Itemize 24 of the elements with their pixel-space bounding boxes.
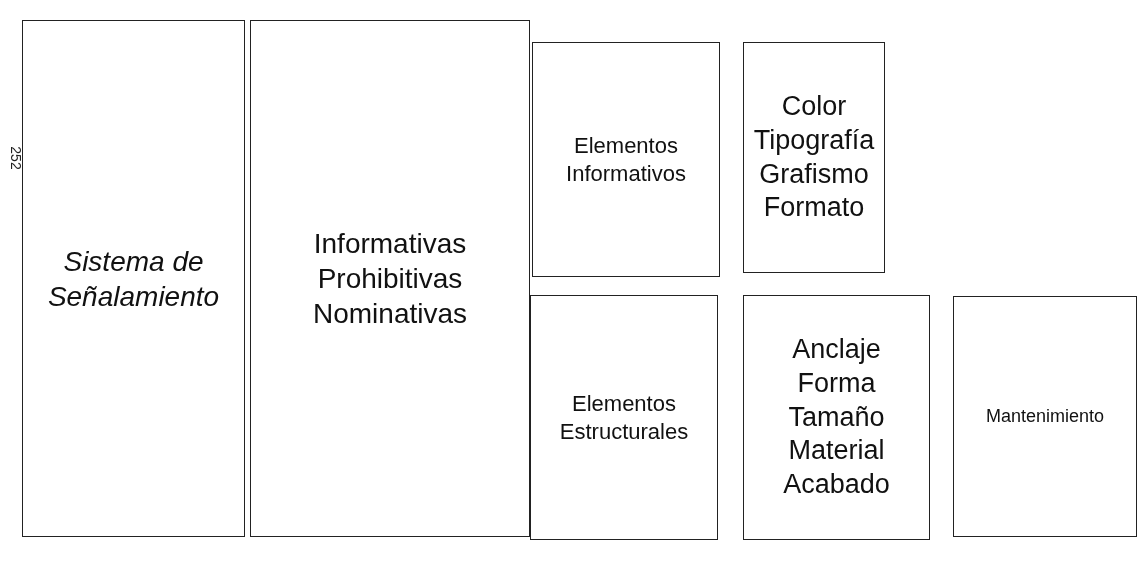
box-text: Tipografía	[753, 123, 875, 157]
box-text: Mantenimiento	[985, 405, 1105, 428]
box-text: Color	[781, 90, 847, 123]
box-text: Elementos Informativos	[565, 132, 687, 187]
text-box	[532, 42, 720, 277]
box-text: Sistema de Señalamiento	[46, 244, 221, 314]
box-text: Acabado	[783, 468, 890, 502]
box-text: Anclaje	[792, 333, 881, 367]
box-text: Nominativas	[312, 297, 468, 331]
text-box	[953, 296, 1137, 537]
page-number: 252	[7, 146, 24, 170]
text-box	[743, 295, 930, 540]
text-box	[250, 20, 530, 537]
box-text: Material	[788, 434, 885, 468]
box-text: Forma	[797, 366, 876, 400]
box-text: Formato	[763, 191, 865, 225]
text-box	[743, 42, 885, 273]
box-text: Prohibitivas	[317, 262, 463, 296]
text-box	[530, 295, 718, 540]
text-box	[22, 20, 245, 537]
box-text: Informativas	[313, 227, 467, 261]
box-text: Grafismo	[759, 157, 869, 191]
box-text: Tamaño	[788, 400, 885, 434]
box-text: Elementos Estructurales	[558, 390, 690, 445]
